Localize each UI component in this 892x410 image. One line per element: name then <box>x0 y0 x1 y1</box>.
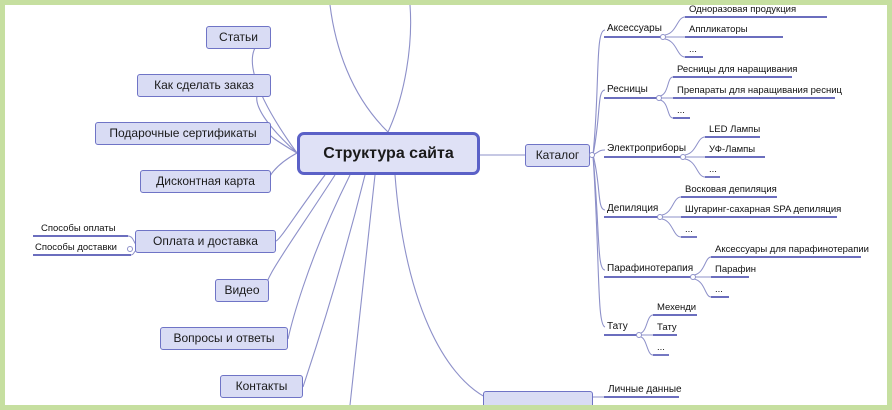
connector-lines <box>33 5 861 405</box>
node-gift-cards[interactable]: Подарочные сертификаты <box>95 122 271 145</box>
collapse-dot[interactable] <box>656 95 662 101</box>
node-contacts[interactable]: Контакты <box>220 375 303 398</box>
leaf-item[interactable]: ... <box>685 224 693 235</box>
node-catalog[interactable]: Каталог <box>525 144 590 167</box>
leaf-item[interactable]: Препараты для наращивания ресниц <box>677 85 842 96</box>
leaf-item[interactable]: ... <box>689 44 697 55</box>
group-tattoo[interactable]: Тату <box>607 321 628 332</box>
leaf-delivery-methods[interactable]: Способы доставки <box>35 242 117 253</box>
collapse-dot[interactable] <box>127 246 133 252</box>
group-depilation[interactable]: Депиляция <box>607 203 659 214</box>
node-articles[interactable]: Статьи <box>206 26 271 49</box>
leaf-item[interactable]: Аппликаторы <box>689 24 748 35</box>
node-account-partial[interactable] <box>483 391 593 405</box>
leaf-item[interactable]: ... <box>677 105 685 116</box>
group-paraffin[interactable]: Парафинотерапия <box>607 263 694 274</box>
node-how-to-order[interactable]: Как сделать заказ <box>137 74 271 97</box>
node-faq[interactable]: Вопросы и ответы <box>160 327 288 350</box>
collapse-dot[interactable] <box>636 332 642 338</box>
leaf-item[interactable]: LED Лампы <box>709 124 761 135</box>
group-electro[interactable]: Электроприборы <box>607 143 687 154</box>
leaf-item[interactable]: Тату <box>657 322 677 333</box>
root-node[interactable]: Структура сайта <box>297 132 480 175</box>
collapse-dot[interactable] <box>589 152 595 158</box>
collapse-dot[interactable] <box>680 154 686 160</box>
leaf-item[interactable]: ... <box>709 164 717 175</box>
mindmap-canvas: Структура сайта Статьи Как сделать заказ… <box>5 5 887 405</box>
collapse-dot[interactable] <box>657 214 663 220</box>
collapse-dot[interactable] <box>690 274 696 280</box>
leaf-item[interactable]: УФ-Лампы <box>709 144 756 155</box>
node-discount-card[interactable]: Дисконтная карта <box>140 170 271 193</box>
collapse-dot[interactable] <box>660 34 666 40</box>
leaf-item[interactable]: Одноразовая продукция <box>689 5 797 15</box>
leaf-item[interactable]: Аксессуары для парафинотерапии <box>715 244 869 255</box>
leaf-item[interactable]: ... <box>715 284 723 295</box>
leaf-item[interactable]: ... <box>657 342 665 353</box>
node-video[interactable]: Видео <box>215 279 269 302</box>
leaf-personal-data[interactable]: Личные данные <box>608 384 682 395</box>
leaf-item[interactable]: Парафин <box>715 264 757 275</box>
group-accessories[interactable]: Аксессуары <box>607 23 662 34</box>
leaf-item[interactable]: Мехенди <box>657 302 697 313</box>
leaf-item[interactable]: Шугаринг-сахарная SPA депиляция <box>685 204 842 215</box>
leaf-item[interactable]: Ресницы для наращивания <box>677 64 798 75</box>
leaf-payment-methods[interactable]: Способы оплаты <box>41 223 116 234</box>
node-payment-delivery[interactable]: Оплата и доставка <box>135 230 276 253</box>
group-lashes[interactable]: Ресницы <box>607 84 648 95</box>
leaf-item[interactable]: Восковая депиляция <box>685 184 777 195</box>
